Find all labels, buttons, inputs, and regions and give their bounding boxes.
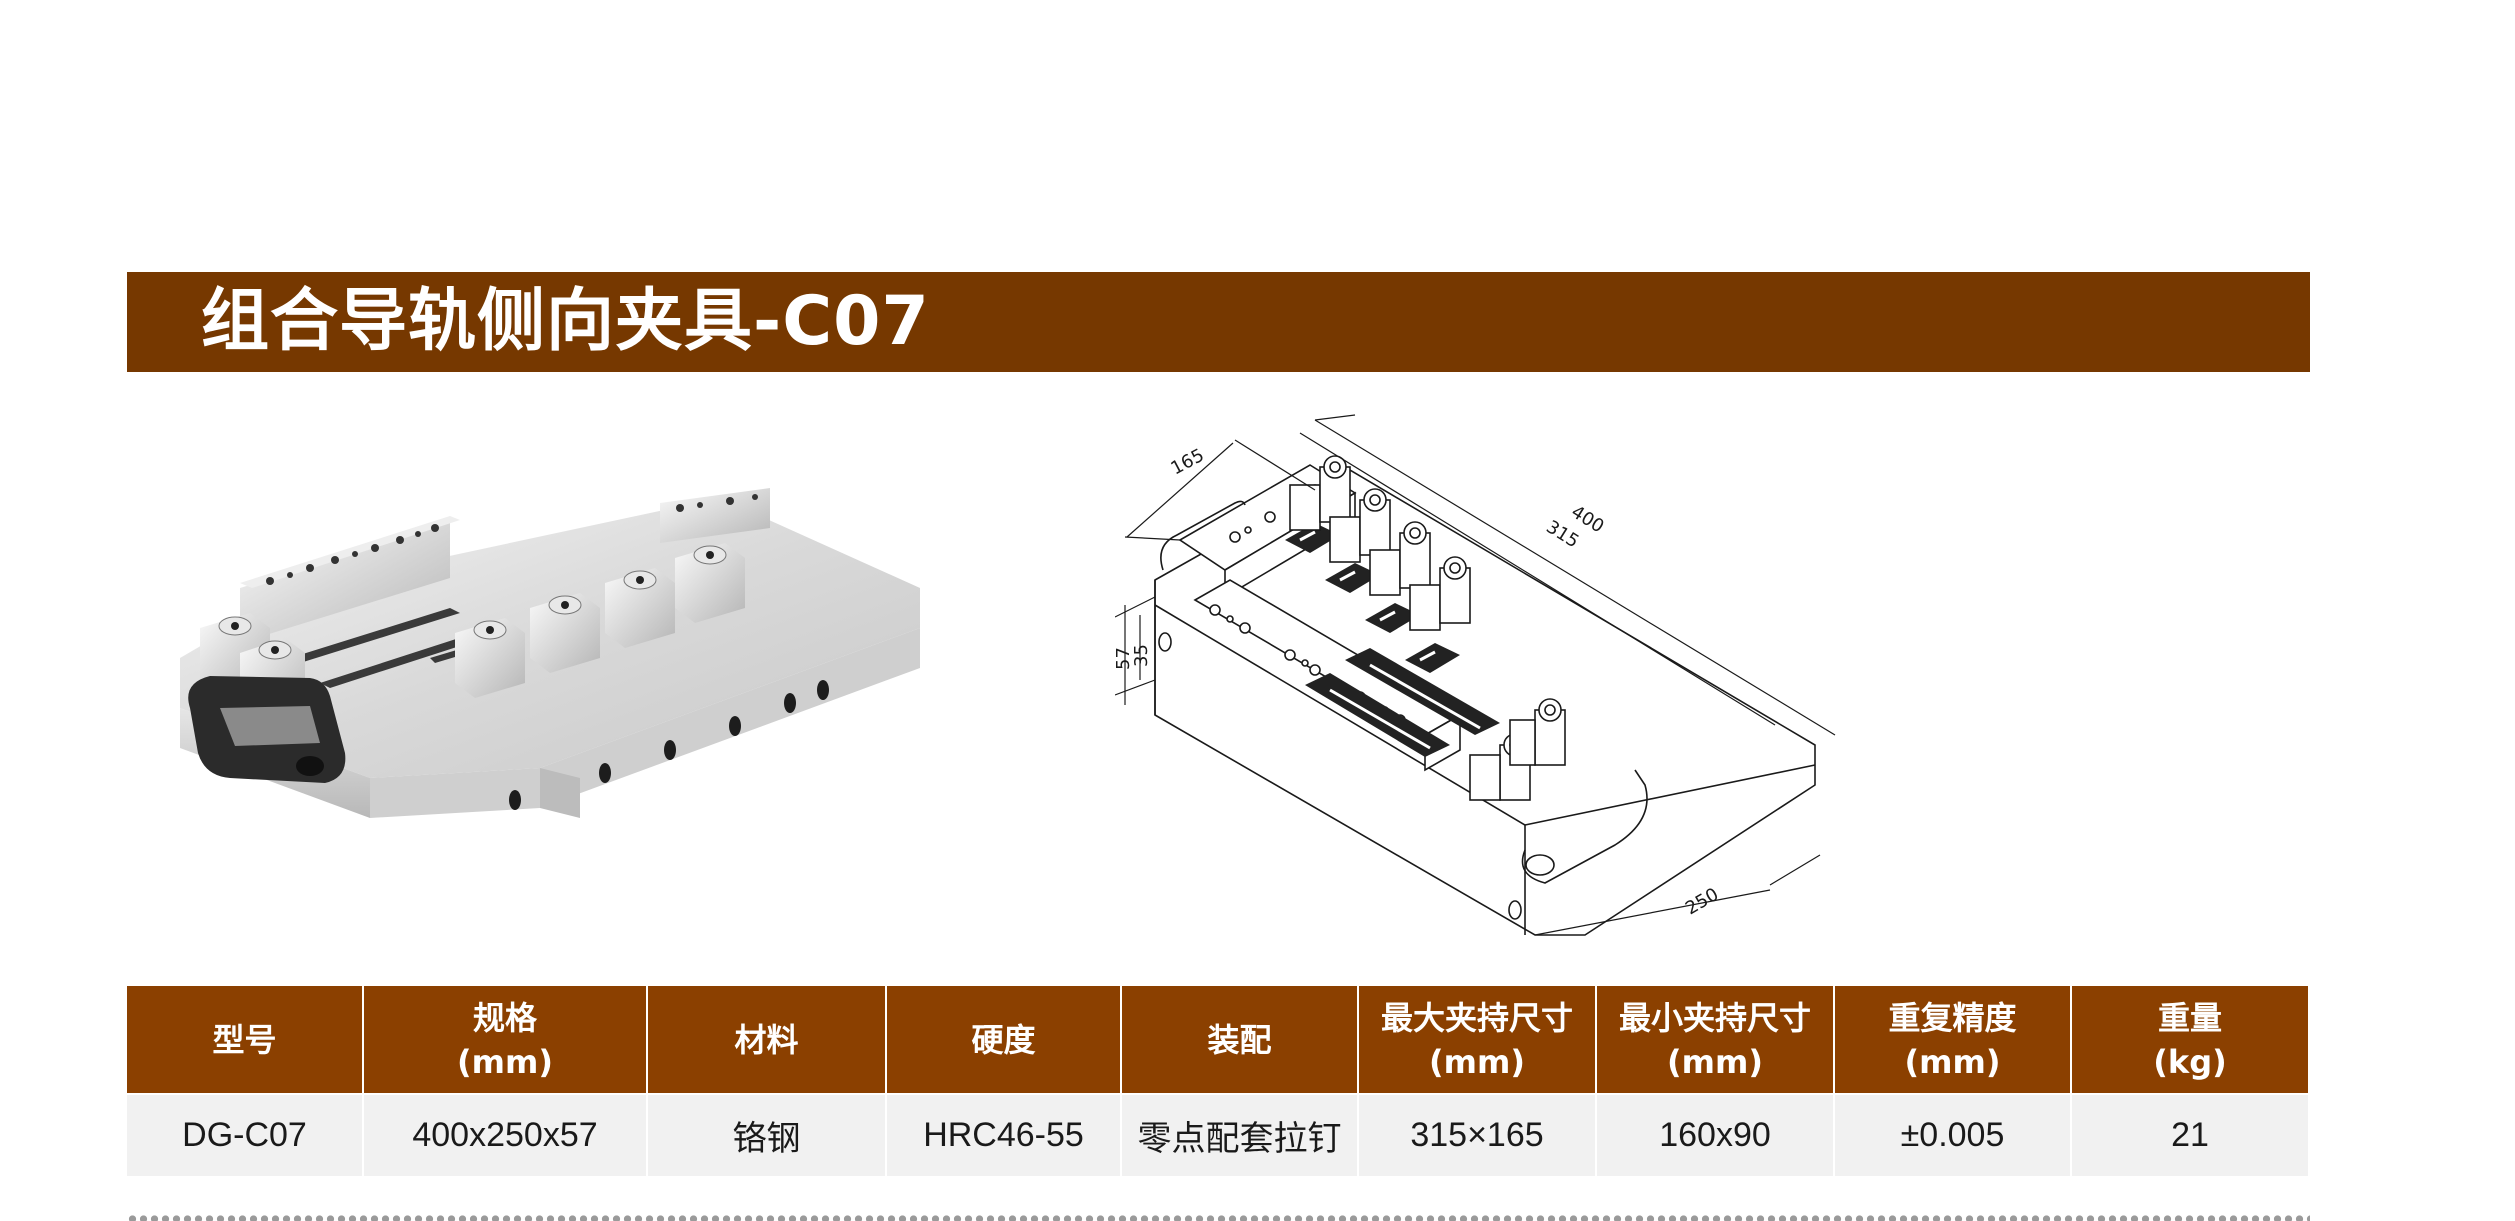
title-banner: 组合导轨侧向夹具-C07 xyxy=(127,272,2310,372)
cell-material: 铬钢 xyxy=(647,1093,887,1176)
spec-table: 型号 规格(mm) 材料 硬度 装配 最大夹持尺寸(mm) 最小夹持尺寸(mm)… xyxy=(127,986,2308,1176)
dim-label-35: 35 xyxy=(1131,644,1152,667)
dim-label-165: 165 xyxy=(1167,445,1207,480)
dim-label-250: 250 xyxy=(1682,884,1722,919)
table-header-row: 型号 规格(mm) 材料 硬度 装配 最大夹持尺寸(mm) 最小夹持尺寸(mm)… xyxy=(127,986,2308,1094)
product-photo xyxy=(160,478,950,838)
header-min-clamp: 最小夹持尺寸(mm) xyxy=(1596,986,1835,1094)
page-title: 组合导轨侧向夹具-C07 xyxy=(201,282,930,361)
header-repeatability: 重复精度(mm) xyxy=(1834,986,2072,1094)
dim-label-57: 57 xyxy=(1115,647,1134,670)
header-weight: 重量(kg) xyxy=(2071,986,2308,1094)
cell-model: DG-C07 xyxy=(127,1093,364,1176)
header-hardness: 硬度 xyxy=(886,986,1122,1094)
isometric-dimension-drawing-icon: 165 400 315 57 35 250 xyxy=(1113,414,1836,936)
cell-assembly: 零点配套拉钉 xyxy=(1121,1093,1359,1176)
header-assembly: 装配 xyxy=(1121,986,1359,1094)
header-spec: 规格(mm) xyxy=(363,986,648,1094)
technical-drawing: 165 400 315 57 35 250 xyxy=(1113,405,1955,960)
cell-max-clamp: 315×165 xyxy=(1358,1093,1597,1176)
header-max-clamp: 最大夹持尺寸(mm) xyxy=(1358,986,1597,1094)
cell-hardness: HRC46-55 xyxy=(886,1093,1122,1176)
cell-repeatability: ±0.005 xyxy=(1834,1093,2072,1176)
header-material: 材料 xyxy=(647,986,887,1094)
table-row: DG-C07 400x250x57 铬钢 HRC46-55 零点配套拉钉 315… xyxy=(127,1093,2308,1176)
cell-spec: 400x250x57 xyxy=(363,1093,648,1176)
header-model: 型号 xyxy=(127,986,364,1094)
dotted-divider xyxy=(127,1215,2310,1221)
clamp-fixture-photo-icon xyxy=(180,488,920,818)
cell-weight: 21 xyxy=(2071,1093,2308,1176)
cell-min-clamp: 160x90 xyxy=(1596,1093,1835,1176)
